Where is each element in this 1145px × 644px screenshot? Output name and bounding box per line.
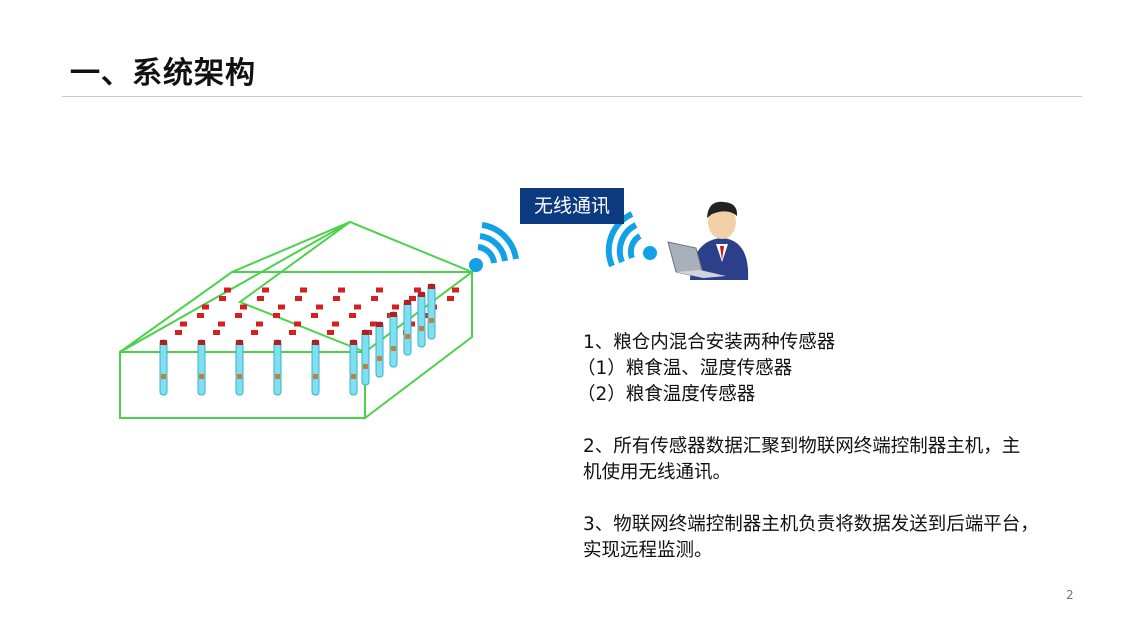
- sensor-pole: [311, 339, 320, 396]
- sensor-dot: [354, 304, 361, 310]
- sensor-pole-top: [376, 322, 383, 327]
- sensor-dot: [295, 296, 302, 301]
- sensor-pole-top: [404, 300, 411, 305]
- sensor-dot: [256, 321, 263, 327]
- sensor-dot: [392, 304, 399, 310]
- sensor-dot: [218, 321, 225, 327]
- sensor-dot: [235, 313, 242, 318]
- sensor-band: [429, 318, 434, 323]
- sensor-band: [351, 374, 356, 379]
- sensor-pole: [197, 339, 206, 396]
- sensor-pole-top: [160, 340, 167, 345]
- sensor-band: [313, 374, 318, 379]
- sensor-dot: [278, 304, 285, 310]
- sensor-pole: [159, 339, 168, 396]
- sensor-dot: [316, 304, 323, 310]
- sensor-pole: [361, 329, 370, 386]
- sensor-band: [275, 374, 280, 379]
- sensor-pole: [235, 339, 244, 396]
- sensor-pole-top: [362, 330, 369, 335]
- sensor-dot: [371, 296, 378, 301]
- sensor-pole-top: [428, 284, 435, 289]
- sensor-dot: [447, 296, 454, 301]
- sensor-band: [419, 326, 424, 331]
- sensor-pole: [403, 299, 412, 356]
- sensor-dot: [332, 321, 339, 327]
- sensor-dot: [294, 321, 301, 327]
- sensor-dot: [262, 287, 269, 293]
- sensor-dot: [273, 313, 280, 318]
- sensor-dot: [376, 287, 383, 293]
- sensor-dot: [175, 330, 182, 335]
- sensor-band: [161, 374, 166, 379]
- sensor-pole-top: [312, 340, 319, 345]
- sensor-pole-top: [418, 292, 425, 297]
- page-number: 2: [1066, 588, 1074, 602]
- sensor-band: [377, 356, 382, 361]
- point-2-line-1: 2、所有传感器数据汇聚到物联网终端控制器主机，主: [583, 436, 1021, 457]
- description-text: 1、粮仓内混合安装两种传感器 （1）粮食温、湿度传感器 （2）粮食温度传感器 2…: [577, 330, 1039, 564]
- sensor-pole-top: [236, 340, 243, 345]
- sensor-dot: [224, 287, 231, 293]
- sensor-dot: [370, 321, 377, 327]
- sensor-dot: [333, 296, 340, 301]
- sensor-pole-top: [390, 312, 397, 317]
- title-divider: [62, 96, 1082, 97]
- sensor-pole-top: [350, 340, 357, 345]
- point-1-sub-2: （2）粮食温度传感器: [577, 384, 756, 405]
- sensor-band: [237, 374, 242, 379]
- sensor-band: [405, 334, 410, 339]
- sensor-dot: [349, 313, 356, 318]
- sensor-dot: [300, 287, 307, 293]
- sensor-dot: [180, 321, 187, 327]
- sensor-dot: [219, 296, 226, 301]
- point-2-line-2: 机使用无线通讯。: [583, 462, 732, 483]
- sensor-dot: [338, 287, 345, 293]
- point-3-line-2: 实现远程监测。: [583, 540, 713, 561]
- sensor-pole-top: [198, 340, 205, 345]
- sensor-pole: [417, 291, 426, 348]
- sensor-dot: [311, 313, 318, 318]
- sensor-band: [199, 374, 204, 379]
- sensor-dot: [409, 296, 416, 301]
- wifi-icon: [605, 211, 657, 268]
- point-3-line-1: 3、物联网终端控制器主机负责将数据发送到后端平台，: [583, 514, 1039, 535]
- sensor-dot: [240, 304, 247, 310]
- sensor-dot: [289, 330, 296, 335]
- sensor-array: [159, 283, 459, 396]
- sensor-pole-top: [274, 340, 281, 345]
- sensor-band: [363, 364, 368, 369]
- wifi-icon: [469, 222, 519, 272]
- sensor-dot: [327, 330, 334, 335]
- point-1: 1、粮仓内混合安装两种传感器: [583, 332, 836, 353]
- sensor-dot: [251, 330, 258, 335]
- sensor-dot: [257, 296, 264, 301]
- sensor-pole: [349, 339, 358, 396]
- wireless-communication-label: 无线通讯: [520, 188, 624, 224]
- sensor-pole: [427, 283, 436, 340]
- sensor-pole: [273, 339, 282, 396]
- sensor-dot: [202, 304, 209, 310]
- sensor-dot: [414, 287, 421, 293]
- sensor-pole: [389, 311, 398, 368]
- sensor-pole: [375, 321, 384, 378]
- sensor-dot: [213, 330, 220, 335]
- page-title: 一、系统架构: [70, 56, 256, 91]
- sensor-dot: [197, 313, 204, 318]
- sensor-dot: [452, 287, 459, 293]
- user-with-laptop-icon: [667, 201, 749, 280]
- point-1-sub-1: （1）粮食温、湿度传感器: [577, 358, 793, 379]
- sensor-band: [391, 346, 396, 351]
